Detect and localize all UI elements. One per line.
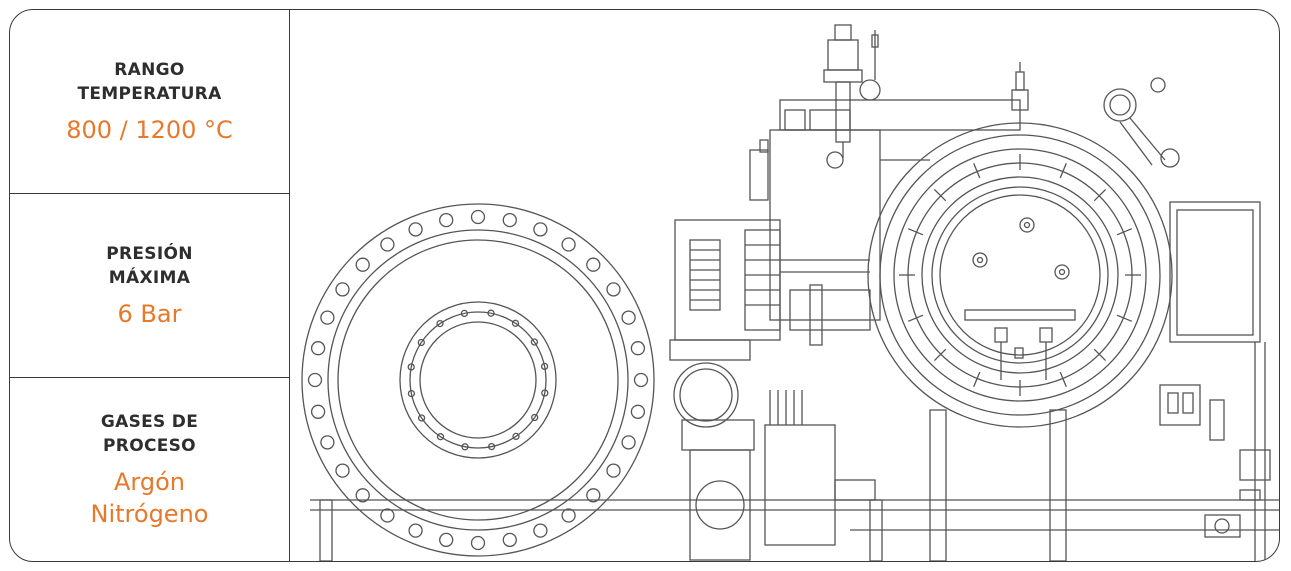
bolt (439, 212, 454, 228)
clamp (973, 371, 981, 388)
clamp (933, 348, 947, 362)
bolt (408, 523, 423, 538)
spec-label: GASES DE PROCESO (101, 410, 198, 458)
bolt (541, 389, 549, 397)
bolt (586, 488, 601, 503)
spec-value-line: 6 Bar (117, 299, 182, 328)
bolt (533, 222, 548, 237)
chamber-door (867, 62, 1173, 428)
clamp (1059, 371, 1067, 388)
bolt (586, 257, 601, 272)
spec-temperature-range: RANGO TEMPERATURA 800 / 1200 °C (10, 10, 289, 193)
clamp (1093, 188, 1107, 202)
spec-value-line: Argón (113, 467, 185, 496)
bolt (470, 209, 486, 225)
bolt (355, 488, 370, 503)
bolt (355, 257, 370, 272)
bolt (633, 372, 649, 388)
bolt (335, 282, 350, 297)
flange-bolts (307, 209, 649, 551)
bolt (630, 404, 646, 419)
spec-label-line: RANGO (114, 59, 185, 80)
bolt (606, 282, 621, 297)
spec-value-line: 800 / 1200 °C (66, 115, 233, 144)
bolt (530, 338, 539, 346)
clamp (1059, 162, 1067, 179)
vacuum-pump (669, 339, 876, 561)
bolt (561, 508, 576, 523)
clamp (973, 162, 981, 179)
bolt (487, 309, 495, 317)
bolt (531, 413, 539, 422)
bolt (335, 463, 350, 478)
bolt (417, 338, 425, 347)
bolt (310, 404, 326, 419)
bolt (460, 309, 469, 318)
bolt (407, 363, 415, 371)
spec-card: RANGO TEMPERATURA 800 / 1200 °C PRESIÓN … (9, 9, 1280, 562)
elbow-fitting (1103, 77, 1180, 168)
base-frame (310, 409, 1279, 561)
spec-label: PRESIÓN MÁXIMA (106, 242, 193, 290)
front-door-flange (301, 203, 655, 557)
clamp (1116, 314, 1133, 322)
bolt (380, 508, 395, 523)
spec-max-pressure: PRESIÓN MÁXIMA 6 Bar (10, 193, 289, 377)
bolt (307, 372, 323, 388)
furnace-line-drawing (290, 10, 1279, 561)
bolt (310, 341, 326, 356)
bolt (621, 310, 636, 325)
spec-label-line: PROCESO (103, 435, 196, 456)
bolt (561, 237, 576, 252)
bolt (380, 237, 395, 252)
door-clamps (899, 154, 1141, 396)
clamp (933, 188, 947, 202)
bolt (630, 341, 646, 356)
bolt (502, 212, 517, 228)
top-valve-assembly (823, 24, 881, 158)
port-bolts (407, 309, 549, 451)
spec-value-line: Nitrógeno (90, 499, 209, 528)
bolt (439, 532, 454, 548)
bolt (533, 523, 548, 538)
bolt (606, 463, 621, 478)
clamp (1093, 348, 1107, 362)
bellows-pipes (674, 139, 871, 346)
bolt (408, 222, 423, 237)
bolt (487, 442, 496, 451)
control-cabinet (1159, 201, 1271, 561)
bolt (502, 532, 517, 548)
bolt (461, 443, 469, 451)
spec-value: 6 Bar (118, 298, 182, 330)
clamp (1116, 228, 1133, 236)
spec-label-line: PRESIÓN (106, 243, 193, 264)
bolt (436, 319, 444, 328)
bolt (470, 535, 486, 551)
bolt (407, 389, 416, 398)
bolt (320, 435, 335, 450)
spec-panel: RANGO TEMPERATURA 800 / 1200 °C PRESIÓN … (10, 10, 290, 561)
bolt (436, 433, 445, 441)
spec-value: Argón Nitrógeno (91, 466, 209, 530)
bolt (320, 310, 335, 325)
bolt (417, 414, 426, 422)
clamp (907, 228, 924, 236)
bolt (540, 362, 549, 371)
bolt (512, 432, 520, 441)
bolt (621, 435, 636, 450)
clamp (907, 314, 924, 322)
spec-label: RANGO TEMPERATURA (77, 58, 221, 106)
bolt (511, 319, 520, 327)
furnace-illustration (301, 24, 1279, 561)
spec-label-line: GASES DE (100, 411, 199, 432)
spec-label-line: TEMPERATURA (77, 83, 222, 104)
spec-label-line: MÁXIMA (108, 267, 191, 288)
spec-value: 800 / 1200 °C (66, 114, 233, 146)
spec-process-gases: GASES DE PROCESO Argón Nitrógeno (10, 377, 289, 561)
